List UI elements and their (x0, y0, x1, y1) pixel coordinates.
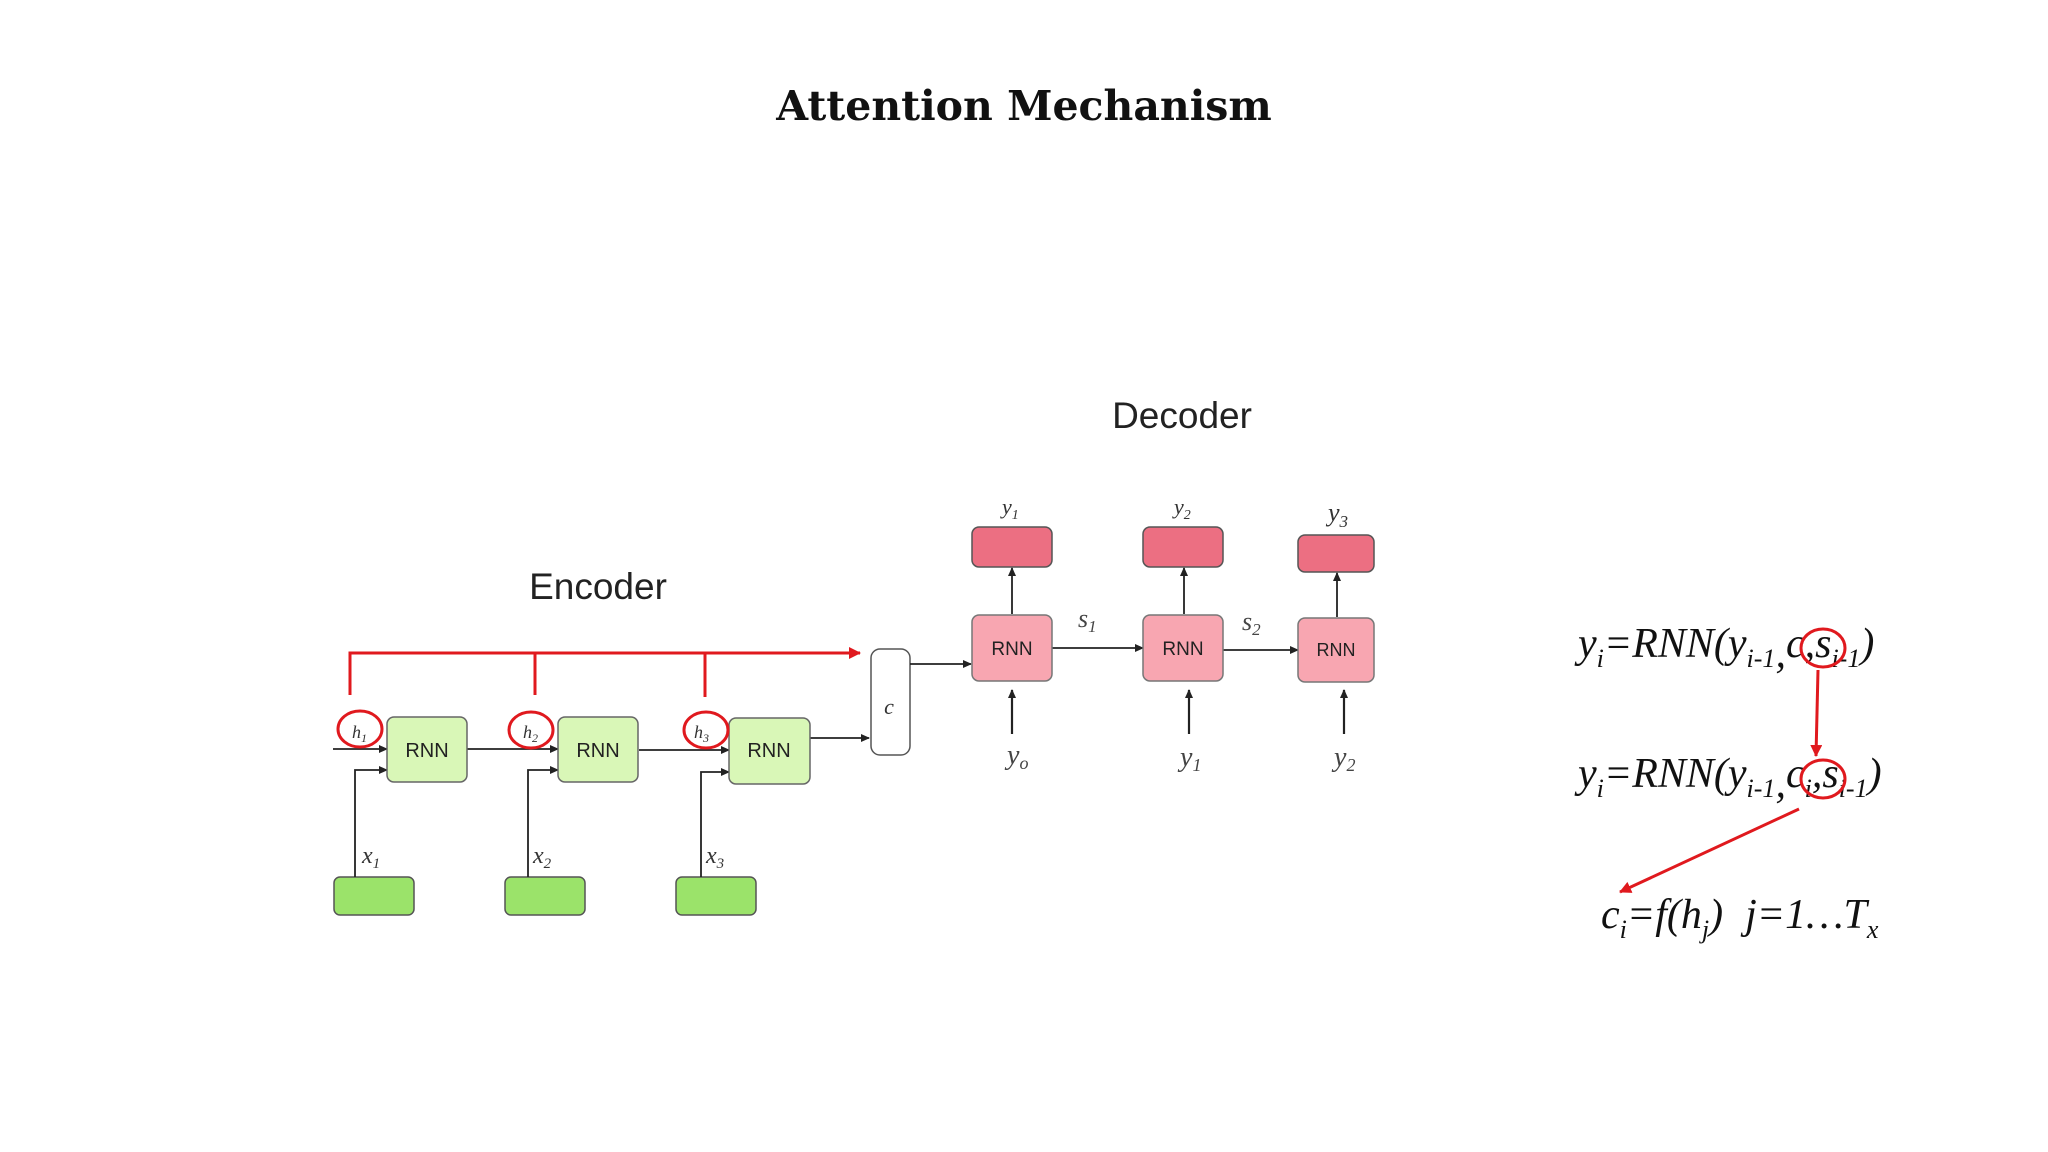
encoder-rnn-label-2: RNN (576, 740, 619, 762)
hidden-state-label-2: h2 (523, 722, 538, 745)
encoder-rnn-cell-2: RNN (557, 716, 639, 783)
encoder-input-label-1: x1 (361, 843, 380, 872)
attention-bracket (348, 647, 861, 695)
decoder-rnn-label-1: RNN (991, 639, 1032, 660)
encoder-input-label-2: x2 (532, 843, 552, 872)
encoder-input-line-2 (527, 766, 559, 877)
slide-title: Attention Mechanism (776, 82, 1272, 130)
decoder-output-box-2 (1142, 526, 1224, 568)
encoder-input-line-3 (700, 768, 730, 877)
encoder-input-line-1 (354, 766, 388, 877)
decoder-state-label-1: s1 (1078, 604, 1097, 636)
equation-link-arrow-2 (1619, 807, 1800, 894)
hidden-state-highlight-3 (682, 710, 730, 750)
encoder-input-box-3 (675, 876, 757, 916)
decoder-input-label-1: yo (1004, 740, 1028, 773)
equation-2: yi=RNN(yi-1,ci,si-1) (1574, 751, 1882, 807)
decoder-input-label-2: y1 (1177, 742, 1201, 775)
encoder-input-box-2 (504, 876, 586, 916)
hidden-state-label-3: h3 (694, 722, 709, 745)
decoder-rnn-cell-2: RNN (1142, 614, 1224, 682)
decoder-output-label-1: y1 (1000, 494, 1019, 523)
decoder-rnn-cell-3: RNN (1297, 617, 1375, 683)
equation-3: ci=f(hj)j=1…Tx (1601, 892, 1879, 944)
decoder-rnn-cell-1: RNN (971, 614, 1053, 682)
decoder-output-box-3 (1297, 534, 1375, 573)
context-label: c (884, 694, 894, 719)
decoder-heading: Decoder (1112, 395, 1252, 436)
decoder-rnn-label-2: RNN (1162, 639, 1203, 660)
context-vector-box: c (870, 648, 911, 756)
encoder-heading: Encoder (529, 566, 667, 607)
encoder-input-label-3: x3 (705, 843, 724, 872)
decoder-output-label-2: y2 (1172, 494, 1191, 523)
equation-c-highlight-1 (1799, 627, 1847, 669)
encoder-rnn-label-1: RNN (405, 740, 448, 762)
hidden-state-highlight-1 (336, 709, 384, 749)
decoder-input-label-3: y2 (1331, 742, 1355, 775)
encoder-rnn-cell-1: RNN (386, 716, 468, 783)
equation-c-highlight-2 (1799, 758, 1847, 800)
decoder-output-box-1 (971, 526, 1053, 568)
equation-1: yi=RNN(yi-1,c,si-1) (1574, 621, 1874, 677)
decoder-state-label-2: s2 (1242, 607, 1261, 639)
hidden-state-label-1: h1 (352, 722, 367, 745)
equation-link-arrow-1 (1810, 669, 1823, 757)
decoder-rnn-label-3: RNN (1317, 640, 1356, 660)
hidden-state-highlight-2 (507, 710, 555, 750)
encoder-input-box-1 (333, 876, 415, 916)
decoder-output-label-3: y3 (1325, 498, 1348, 531)
encoder-rnn-cell-3: RNN (728, 717, 811, 785)
encoder-rnn-label-3: RNN (747, 740, 790, 762)
